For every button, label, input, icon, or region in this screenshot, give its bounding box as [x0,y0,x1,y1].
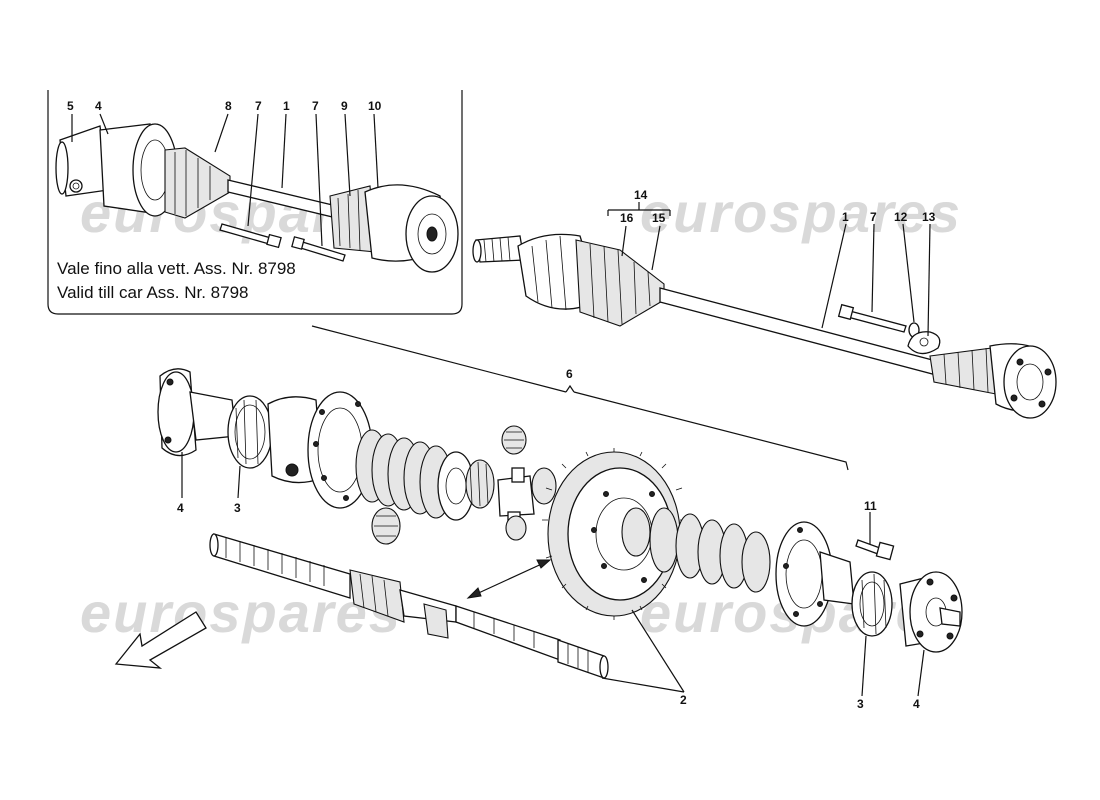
callout-axle-12: 12 [894,210,908,224]
callout-inset-5: 5 [67,99,74,113]
axle-shaft-assembly [472,233,1057,419]
clutch-pack [355,429,475,521]
direction-arrow-icon [114,611,207,669]
callout-inset-4: 4 [95,99,102,113]
callout-inset-7b: 7 [312,99,319,113]
inset-drive-shaft [55,123,459,273]
inset-note-italian: Vale fino alla vett. Ass. Nr. 8798 [57,259,296,278]
callout-diff-3-right: 3 [857,697,864,711]
callout-diff-4-left: 4 [177,501,184,515]
callout-axle-7: 7 [870,210,877,224]
callout-inset-9: 9 [341,99,348,113]
double-arrow-icon [466,559,552,599]
callout-axle-16: 16 [620,211,634,225]
pinion-shaft [209,533,609,679]
callout-inset-8: 8 [225,99,232,113]
callout-inset-7a: 7 [255,99,262,113]
callout-axle-15: 15 [652,211,666,225]
callout-axle-1: 1 [842,210,849,224]
differential-assembly [157,368,557,545]
callout-diff-4-right: 4 [913,697,920,711]
watermark-top-right: eurospares [640,181,962,244]
callout-inset-10: 10 [368,99,382,113]
callout-inset-1: 1 [283,99,290,113]
callout-diff-11: 11 [864,499,877,513]
callout-diff-2: 2 [680,693,687,707]
ring-gear-assembly [542,448,963,653]
callout-diff-3-left: 3 [234,501,241,515]
callout-axle-14: 14 [634,188,648,202]
callout-axle-13: 13 [922,210,936,224]
inset-panel: 5 4 8 7 1 7 9 10 Vale fino alla vett. As… [47,90,463,315]
inset-note-english: Valid till car Ass. Nr. 8798 [57,283,249,302]
callout-diff-6: 6 [566,367,573,381]
